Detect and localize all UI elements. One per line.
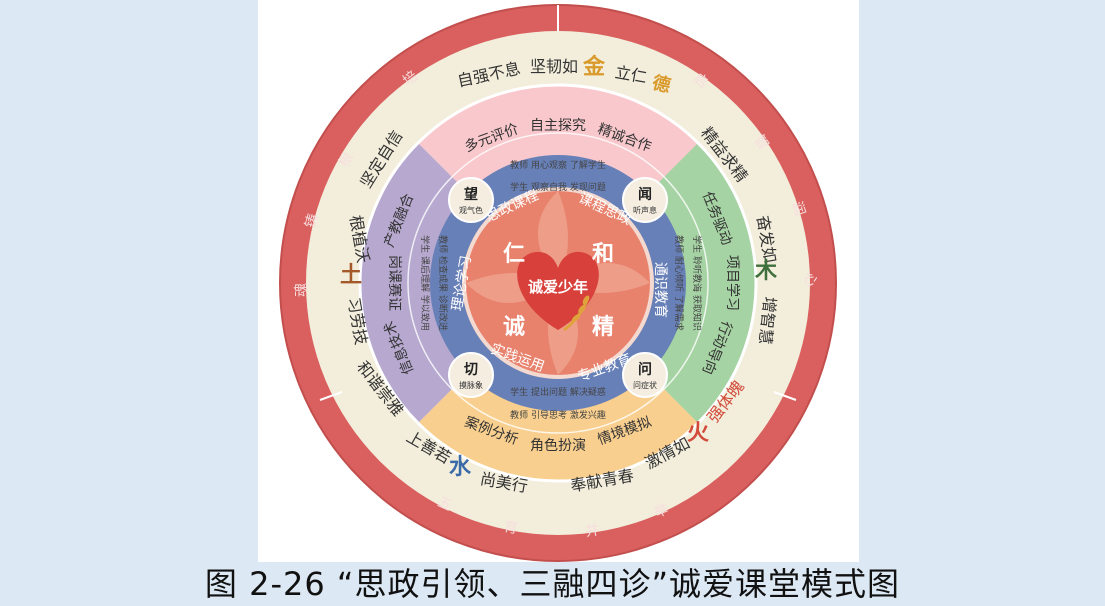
diagnosis-qie-bubble [448, 352, 494, 398]
virtue-cheng: 诚 [503, 315, 525, 340]
red-bottom-1: 五 [435, 494, 454, 514]
red-bottom-3: 并 [584, 522, 600, 540]
model-diagram: 诚爱少年 仁 和 精 诚 课程思政 通识教育 专业教育 实践运用 理论学习 思政… [279, 4, 837, 562]
sector-top-outer-2: 自主探究 [530, 118, 586, 134]
cream-br-element-huo: 火 [687, 421, 709, 446]
sector-bottom-teacher: 教师 引导思考 激发兴趣 [510, 409, 606, 421]
sector-top-teacher: 教师 用心观察 了解学生 [510, 159, 606, 171]
ring-divider [773, 391, 797, 401]
sector-bottom-outer-2: 角色扮演 [530, 437, 586, 454]
virtue-he: 和 [592, 242, 614, 267]
red-right-2: 心 [802, 272, 819, 287]
red-left-2: 魂 [294, 283, 310, 297]
diagnosis-qie-title: 切 [464, 362, 478, 378]
diagnosis-wang-sub: 观气色 [459, 205, 483, 215]
wheat-grain [571, 314, 581, 322]
cream-top-2: 坚韧如 [530, 57, 578, 76]
cream-bottom-element-shui: 水 [449, 455, 472, 480]
cream-top-element-jin: 金 [582, 54, 606, 80]
virtue-ren: 仁 [503, 241, 525, 267]
sector-top-student: 学生 观察自我 发现问题 [510, 181, 606, 193]
diagnosis-wen-title: 闻 [638, 186, 652, 203]
cream-top-de: 德 [650, 71, 673, 97]
figure-caption: 图 2-26 “思政引领、三融四诊”诚爱课堂模式图 [204, 565, 901, 603]
diagnosis-wang-bubble [448, 177, 494, 223]
sector-outline [358, 83, 758, 483]
sector-left-student: 学生 课后理解 学以致用 [419, 235, 431, 331]
red-right-1: 润 [788, 200, 808, 218]
sector-right-outer-2: 项目学习 [724, 255, 740, 311]
sector-right-teacher: 教师 耐心倾听 了解需求 [673, 235, 685, 331]
cream-right-element-mu: 木 [754, 259, 778, 284]
sector-left-outer-2: 岗课赛证 [386, 255, 402, 311]
sector-inner-outline [407, 132, 709, 434]
diagnosis-wang-title: 望 [464, 186, 478, 203]
blue-label-tong-shi: 通识教育 [652, 262, 668, 318]
diagnosis-wen-sub: 听声息 [633, 205, 657, 215]
diagnosis-qie-sub: 摸脉象 [459, 380, 483, 390]
sector-left-teacher: 教师 检查成果 诊断改进 [437, 235, 449, 331]
virtue-jing: 精 [592, 314, 614, 340]
diagnosis-wen-bubble [622, 177, 668, 223]
sector-bottom-student: 学生 提出问题 解决疑惑 [510, 386, 606, 398]
red-top-left-2: 根 [336, 150, 357, 170]
cream-right-3: 增智慧 [756, 296, 780, 346]
wheat-grain [582, 295, 590, 305]
cream-left-element-tu: 土 [340, 263, 362, 288]
diagram-panel: 诚爱少年 仁 和 精 诚 课程思政 通识教育 专业教育 实践运用 理论学习 思政… [258, 0, 859, 562]
diagnosis-wen2-sub: 问症状 [633, 380, 657, 390]
ring-divider [319, 391, 343, 401]
diagnosis-wen2-bubble [622, 352, 668, 398]
sector-right-student: 学生 聆听教诲 获取知识 [691, 235, 703, 331]
diagnosis-wen2-title: 问 [638, 361, 652, 378]
red-bottom-2: 育 [502, 519, 519, 537]
red-bottom-4: 举 [652, 501, 671, 521]
wheat-grain [578, 304, 586, 314]
center-label: 诚爱少年 [528, 278, 588, 296]
red-left-1: 铸 [303, 212, 322, 230]
